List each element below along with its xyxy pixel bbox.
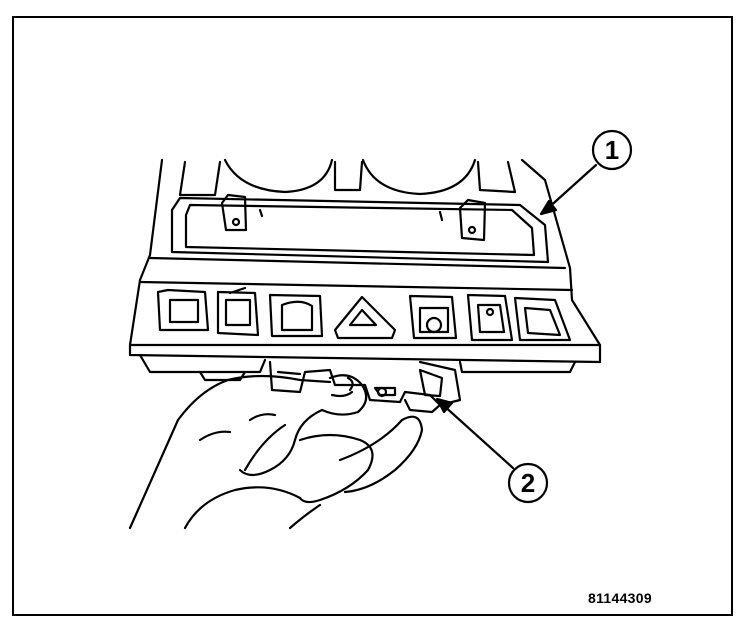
callout-2-leader xyxy=(435,397,515,470)
callout-1-label: 1 xyxy=(605,135,619,165)
callout-2-circle xyxy=(507,462,549,504)
callout-1-leader xyxy=(539,163,598,216)
hand xyxy=(128,374,424,530)
instrument-bezel xyxy=(128,158,602,382)
callout-2-label: 2 xyxy=(521,468,535,498)
switch-connector-module xyxy=(268,360,462,414)
callout-1-circle xyxy=(591,129,633,171)
figure-code: 81144309 xyxy=(588,590,652,606)
figure-frame xyxy=(12,16,733,616)
